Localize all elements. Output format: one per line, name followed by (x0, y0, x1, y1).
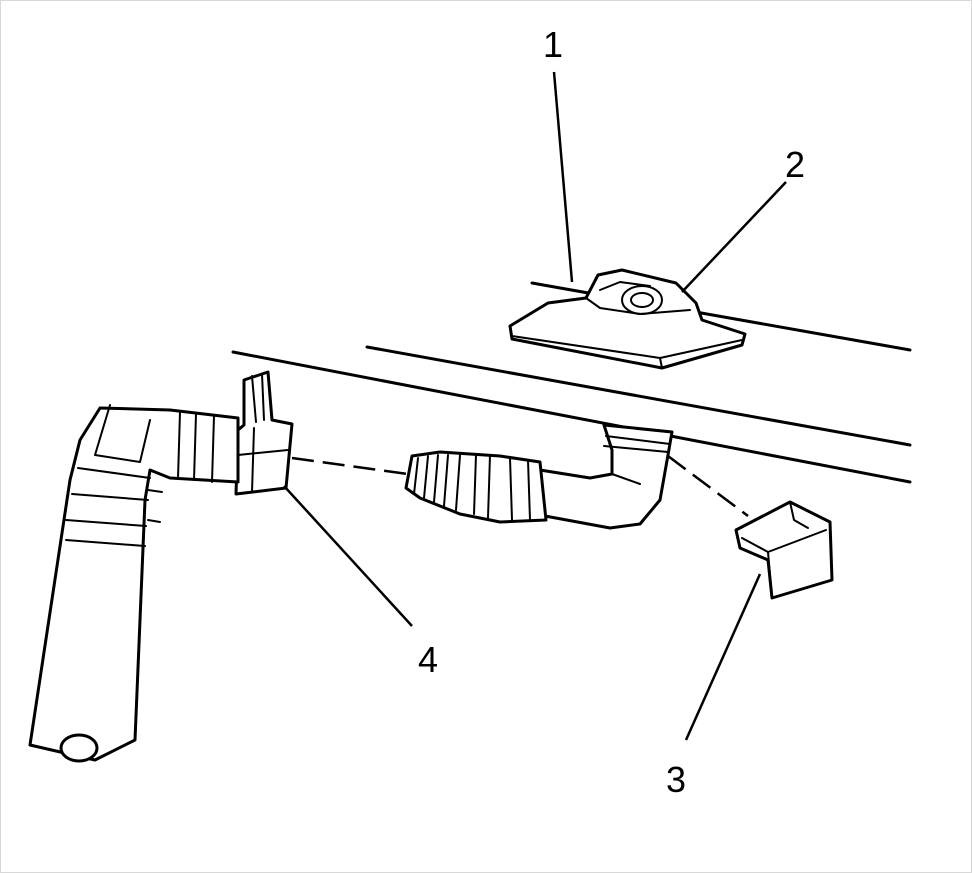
callout-4: 4 (418, 639, 438, 680)
washer-hose (28, 404, 240, 763)
retaining-clip (734, 500, 834, 600)
assembly-line-connector (291, 456, 409, 476)
washer-nozzle (508, 268, 747, 370)
callout-1: 1 (543, 24, 563, 65)
assembly-line-clip (667, 455, 749, 517)
callout-3: 3 (666, 759, 686, 800)
leader-4 (283, 485, 413, 627)
leader-2 (681, 181, 787, 293)
hose-connector (234, 370, 294, 496)
leader-3 (684, 573, 762, 741)
nozzle-hose-elbow (404, 423, 674, 530)
leader-1 (552, 71, 574, 283)
callout-2: 2 (785, 144, 805, 185)
